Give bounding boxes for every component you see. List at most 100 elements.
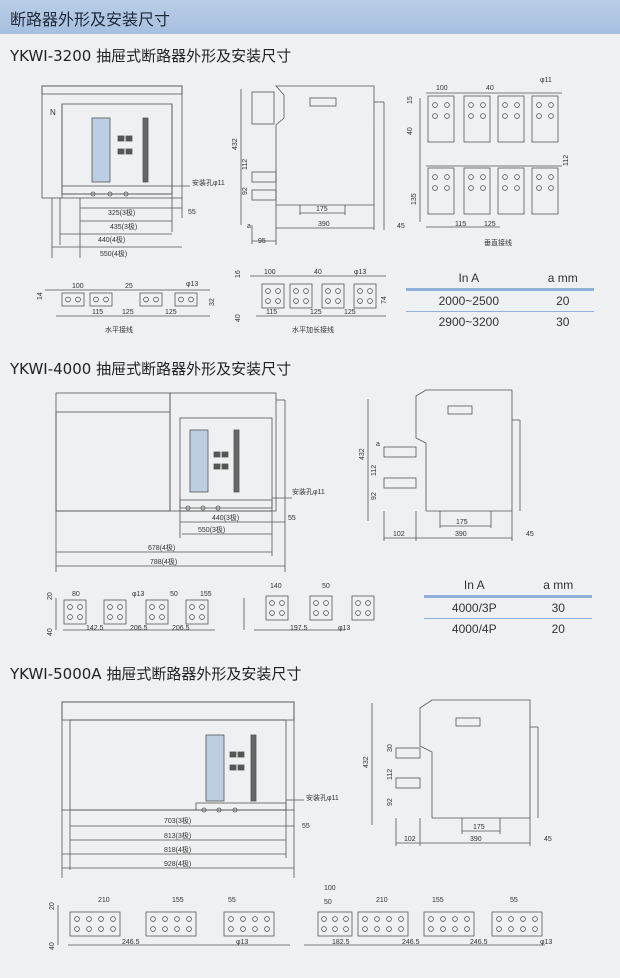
- dim-125-h1: 125: [122, 309, 134, 316]
- dim-40-l: 40: [314, 269, 322, 276]
- dim-112-v: 112: [563, 155, 570, 166]
- label-n: N: [50, 108, 56, 117]
- dim-432: 432: [232, 138, 239, 150]
- dim-325: 325(3极): [108, 208, 135, 217]
- dim-175: 175: [316, 206, 328, 213]
- dim5000-1825: 182.5: [332, 939, 350, 946]
- dim-115: 115: [455, 221, 466, 228]
- table-cell: 30: [556, 315, 570, 329]
- dim4000-20: 20: [47, 592, 54, 600]
- table-cell: 2900~3200: [438, 315, 499, 329]
- section-title-5000: YKWI-5000A 抽屉式断路器外形及安装尺寸: [10, 665, 302, 683]
- dim4000-440: 440(3极): [212, 513, 239, 522]
- dim-550: 550(4极): [100, 249, 127, 258]
- table-header-in: In A: [406, 268, 532, 291]
- table-header-a: a mm: [524, 575, 592, 598]
- dim5000-20: 20: [49, 902, 56, 910]
- dim5000-210b: 210: [376, 897, 388, 904]
- dim5000-155b: 155: [432, 897, 444, 904]
- dim5000-2465b: 246.5: [402, 939, 420, 946]
- dim4000-2065b: 206.5: [172, 625, 190, 632]
- table-header-in: In A: [424, 575, 525, 598]
- dim4000-80: 80: [72, 591, 80, 598]
- dim-45: 45: [397, 223, 405, 230]
- dim-135: 135: [411, 193, 418, 205]
- table-cell: 2000~2500: [406, 289, 532, 312]
- label-phi13-h: φ13: [186, 281, 198, 288]
- dim5000-45: 45: [544, 836, 552, 843]
- dim-100: 100: [436, 85, 448, 92]
- dim4000-390: 390: [455, 531, 467, 538]
- dim4000-112: 112: [371, 465, 378, 476]
- label-a-3200: a: [247, 223, 251, 230]
- mount-hole-label-5000: 安装孔φ11: [306, 793, 339, 802]
- dim5000-2465c: 246.5: [470, 939, 488, 946]
- dim4000-102: 102: [393, 531, 405, 538]
- section-title-4000: YKWI-4000 抽屉式断路器外形及安装尺寸: [10, 360, 292, 378]
- table-cell: 4000/4P: [451, 622, 497, 636]
- phi13-5000b: φ13: [540, 939, 552, 946]
- dim5000-40: 40: [49, 942, 56, 950]
- table-header-a: a mm: [531, 268, 594, 291]
- dim5000-55b: 55: [228, 897, 236, 904]
- table-cell: 30: [524, 596, 592, 619]
- mount-hole-label-3200: 安装孔φ11: [192, 178, 225, 187]
- dim-125-l2: 125: [344, 309, 356, 316]
- label-phi13-l: φ13: [354, 269, 366, 276]
- dim5000-155: 155: [172, 897, 184, 904]
- dim-40-lv: 40: [235, 314, 242, 322]
- dim-112: 112: [242, 159, 249, 170]
- dim5000-390: 390: [470, 836, 482, 843]
- dim-435: 435(3极): [110, 222, 137, 231]
- dim-40: 40: [486, 85, 494, 92]
- dim5000-55c: 55: [510, 897, 518, 904]
- dim5000-50: 50: [324, 899, 332, 906]
- dim-15: 15: [407, 96, 414, 104]
- dim-440: 440(4极): [98, 235, 125, 244]
- dim5000-102: 102: [404, 836, 416, 843]
- dim5000-112: 112: [387, 769, 394, 780]
- dim4000-50: 50: [170, 591, 178, 598]
- dim-100-l: 100: [264, 269, 276, 276]
- dim4000-140: 140: [270, 583, 282, 590]
- dim5000-818: 818(4极): [164, 845, 191, 854]
- phi13-4000: φ13: [132, 591, 144, 598]
- dim5000-92: 92: [387, 798, 394, 806]
- dim4000-92: 92: [371, 492, 378, 500]
- table-cell: 20: [551, 622, 565, 636]
- dim5000-175: 175: [473, 824, 485, 831]
- page-title: 断路器外形及安装尺寸: [10, 10, 171, 29]
- phi13-5000a: φ13: [236, 939, 248, 946]
- dim4000-155: 155: [200, 591, 212, 598]
- dim-16: 16: [235, 270, 242, 278]
- horizontal-long-wiring-label: 水平加长接线: [292, 325, 334, 334]
- dim4000-45: 45: [526, 531, 534, 538]
- dim5000-928: 928(4极): [164, 859, 191, 868]
- dim5000-432: 432: [363, 756, 370, 768]
- dim-390: 390: [318, 221, 330, 228]
- dim4000-788: 788(4极): [150, 557, 177, 566]
- phi13-4000b: φ13: [338, 625, 350, 632]
- dim-32: 32: [209, 298, 216, 306]
- dim4000-40: 40: [47, 628, 54, 636]
- dim4000-678: 678(4极): [148, 543, 175, 552]
- dim-40-v: 40: [407, 127, 414, 135]
- label-a-4000: a: [376, 441, 380, 448]
- vertical-wiring-label: 垂直接线: [484, 238, 512, 247]
- dim-125-l1: 125: [310, 309, 322, 316]
- dim4000-1425: 142.5: [86, 625, 104, 632]
- section-title-3200: YKWI-3200 抽屉式断路器外形及安装尺寸: [10, 47, 292, 65]
- dim5000-100: 100: [324, 885, 336, 892]
- dim-95: 95: [258, 238, 266, 245]
- dim5000-55: 55: [302, 823, 310, 830]
- horizontal-wiring-label: 水平接线: [105, 325, 133, 334]
- dim-74: 74: [381, 296, 388, 304]
- dim-25: 25: [125, 283, 133, 290]
- label-phi11: φ11: [540, 77, 552, 84]
- dim-14: 14: [37, 292, 44, 300]
- dim5000-210: 210: [98, 897, 110, 904]
- dim4000-432: 432: [359, 448, 366, 460]
